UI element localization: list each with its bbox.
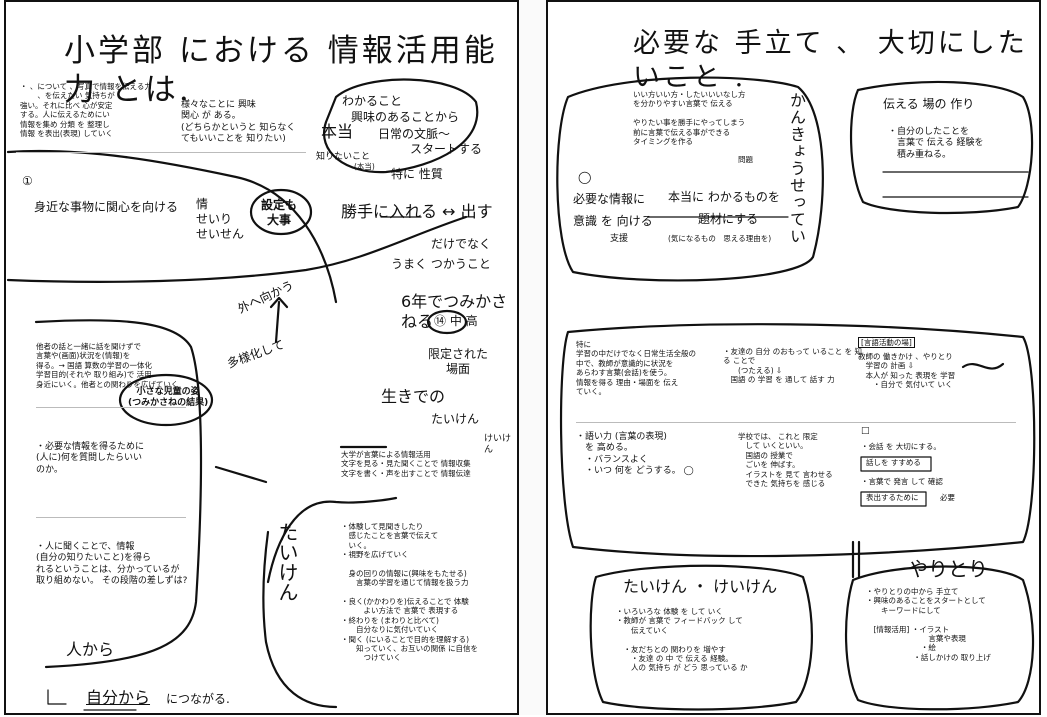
circle-mark: ◯ — [578, 170, 592, 184]
right-page-title: 必要な 手立て 、 大切にしたいこと . — [633, 28, 1028, 93]
circled-number: ① — [22, 174, 33, 188]
tsunagaru-note: につながる. — [166, 692, 230, 706]
bubble-line-3: 日常の文脈〜 — [378, 127, 451, 141]
kaiwa-4: 表出するために — [866, 493, 919, 502]
settei-note: 設定も 大事 — [261, 198, 298, 227]
vertical-jou-note: 情 せいり せいせん — [196, 197, 245, 241]
mid-right-top-label: [言語活動の場] — [858, 337, 915, 349]
keiken-small-note: けいけん — [484, 434, 512, 456]
bubble-side-c: (本当) — [354, 162, 375, 171]
left-page: 小学部 における 情報活用能力 とは. ・ 、について 、写真で情報を伝える力 … — [4, 0, 519, 715]
mid-box-1: 大学が言葉による情報活用 文字を見る・見た聞くことで 情報収集 文字を書く・声を… — [341, 450, 471, 478]
tsutaeru-heading: 伝える 場の 作り — [883, 97, 975, 111]
hitsuyou-note: 必要な情報に — [573, 192, 646, 206]
shien-note: 支援 — [610, 234, 629, 244]
mid-center-note: ・友達の 自分 のおもって いること を 知る ことで (つたえる) ⇩ 国語 … — [723, 347, 863, 385]
bubble-side-b: 知りたいこと — [316, 152, 371, 162]
page-gutter — [519, 0, 546, 715]
dakedegaku-note: だけでなく — [431, 237, 492, 251]
left-page-title: 小学部 における 情報活用能力 とは. — [64, 33, 498, 108]
gakkou-note: 学校では、 これと 限定 して いくといい。 国語の 授業で ごいを 伸ばす。 … — [738, 432, 833, 488]
tokini-note: 特に 性質 — [391, 167, 443, 181]
taiken-keiken-body: ・いろいろな 体験 を して いく ・教師が 言葉で フィードバック して 伝え… — [616, 607, 748, 673]
gaibu-note: 外へ向かう — [235, 278, 296, 317]
taiken-keiken-heading: たいけん ・ けいけん — [623, 577, 778, 596]
ishiki-note: 意識 を 向ける — [573, 214, 653, 228]
rokunen-note: 6年でつみかさねる — [401, 292, 508, 331]
ruled-line — [576, 422, 1016, 423]
box1-notes: いい方いい方・したいいいなし方 を分かりやすい言葉で 伝える やりたい事を勝手に… — [633, 90, 746, 146]
kaiwa-2: 話しを すすめる — [866, 458, 921, 467]
bubble-line-2: 興味のあることから — [351, 110, 460, 124]
umaku-note: うまく つかうこと — [391, 257, 491, 271]
gentei-note: 限定された 場面 — [428, 347, 489, 376]
ruled-line — [36, 407, 186, 408]
kankyou-note: かんきょうせってい — [787, 92, 806, 245]
kaiwa-5: 必要 — [940, 493, 955, 502]
shosho-note: 小さな児童の姿 (つみかさねの結果) — [128, 387, 209, 409]
lower-left-note-1: 他者の話と一緒に話を聞けずで 言葉や(画面)状況を(情報)を 得る。→ 国語 算… — [36, 342, 179, 389]
tabunka-note: 多様化して — [225, 337, 287, 371]
kaiwa-1: ・会話 を 大切にする。 — [861, 442, 941, 451]
ikideno-note: 生きでの — [381, 387, 446, 406]
tsutaeru-body: ・自分のしたことを 言葉で 伝える 経験を 積み重ねる。 — [888, 127, 984, 160]
lower-left-note-2: ・必要な情報を得るために (人に)何を質問したらいい のか。 — [36, 442, 145, 475]
box1-small-label: 問題 — [738, 155, 753, 164]
taiken-small-note: たいけん — [431, 412, 480, 426]
goi-note: ・語い力 (言葉の表現) を 高める。 ・バランスよく ・いつ 何を どうする。… — [576, 432, 694, 476]
yaritori-body: ・やりとりの中から 手立て ・興味のあることをスタートとして キーワードにして … — [866, 587, 991, 662]
mid-right-note: 教師の 働きかけ 、やりとり 学習の 計画 ⇩ 本人が 知った 表現を 学習 ・… — [858, 352, 956, 390]
kaiwa-3: ・言葉で 発言 して 確認 — [861, 477, 943, 486]
bubble-line-4: スタートする — [410, 142, 483, 156]
jibunkara-note: 自分から — [86, 688, 151, 707]
taiken-big-note: たいけん — [275, 522, 299, 602]
yaritori-heading: やりとり — [908, 557, 988, 581]
honto-note: 本当に わかるものを — [668, 190, 780, 204]
interest-note: 身近な事物に関心を向ける — [34, 200, 179, 214]
right-page: 必要な 手立て 、 大切にしたいこと . いい方いい方・したいいいなし方 を分か… — [546, 0, 1041, 715]
box-c-mark: □ — [861, 426, 870, 436]
lower-left-note-3: ・人に聞くことで、情報 (自分の知りたいこと)を得ら れるということは、分かって… — [36, 542, 188, 586]
ruled-line — [36, 517, 186, 518]
right-bottom-notes: ・体験して見聞きしたり 感じたことを言葉で伝えて いく。 ・視野を広げていく 身… — [341, 522, 479, 663]
mid-left-note: 特に 学習の中だけでなく日常生活全般の 中で、教師が意識的に状況を あらわす言葉… — [576, 340, 696, 396]
hitokara-note: 人から — [66, 640, 115, 659]
ruled-line — [16, 152, 306, 153]
daizai-sub-note: (気になるもの 思える理由を) — [668, 234, 772, 243]
bubble-side-a: 本当 — [321, 122, 354, 141]
daizai-note: 題材にする — [698, 212, 759, 226]
fourteen-note: ⑭ 中 高 — [434, 314, 478, 328]
bubble-line-1: わかること — [342, 94, 403, 108]
top-note-column-1: ・ 、について 、写真で情報を伝える力 、を伝えたい 気持ちが 強い。それに比べ… — [20, 82, 152, 138]
top-note-column-2: 様々なことに 興味 関心 が ある。 (どちらかというと 知らなく てもいいこと… — [181, 100, 296, 144]
kachi-note: 勝手に入れる ↔ 出す — [341, 202, 493, 221]
